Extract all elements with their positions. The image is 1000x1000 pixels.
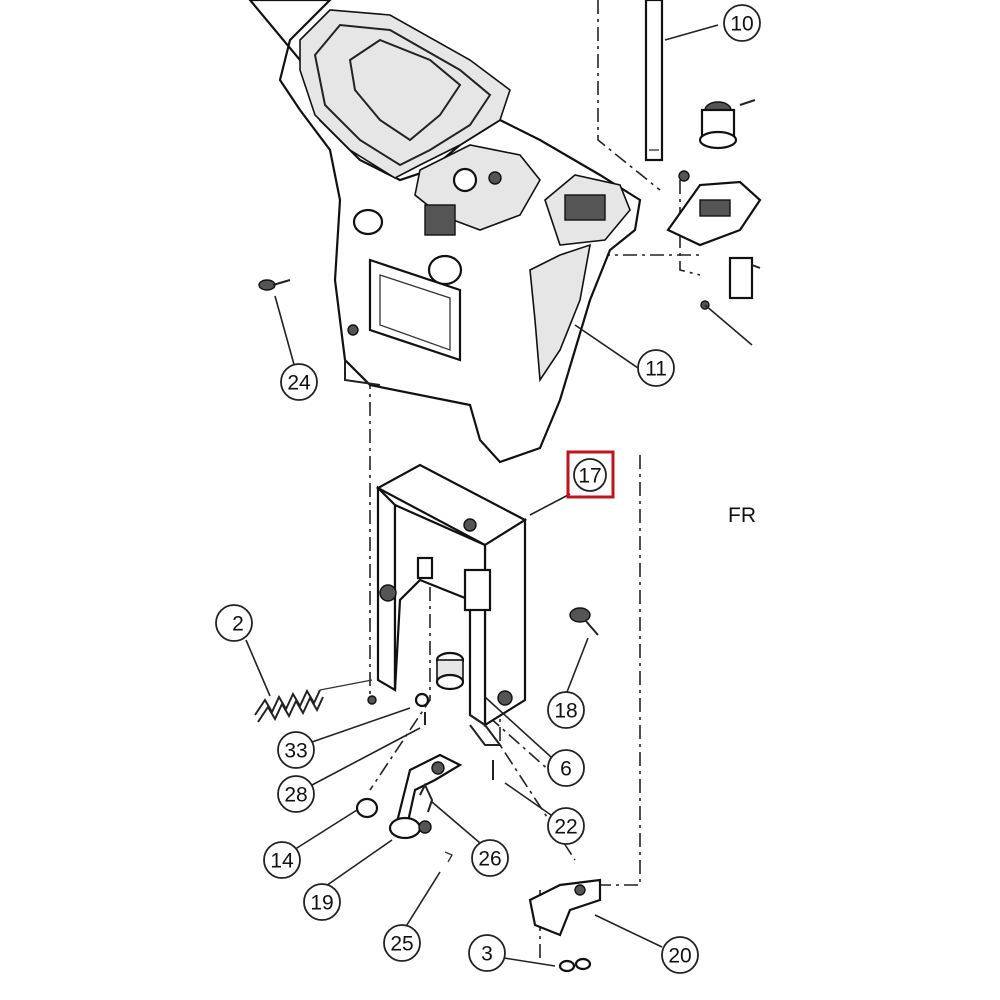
svg-text:33: 33 bbox=[284, 740, 307, 763]
screw-part-24 bbox=[258, 279, 291, 291]
callouts: 10 11 24 17 2 18 33 6 bbox=[215, 4, 761, 974]
leader-lines bbox=[245, 24, 719, 967]
callout-33[interactable]: 33 bbox=[277, 731, 315, 769]
svg-text:14: 14 bbox=[270, 850, 294, 873]
svg-text:11: 11 bbox=[645, 358, 667, 381]
callout-10[interactable]: 10 bbox=[723, 4, 761, 42]
callout-25[interactable]: 25 bbox=[383, 924, 421, 962]
svg-text:19: 19 bbox=[310, 892, 333, 915]
svg-text:6: 6 bbox=[560, 758, 572, 781]
bracket-part-17 bbox=[375, 463, 528, 746]
bracket-part-20 bbox=[528, 878, 602, 973]
edge-text-fr: FR bbox=[728, 504, 756, 527]
svg-text:18: 18 bbox=[554, 700, 577, 723]
svg-text:24: 24 bbox=[287, 372, 311, 395]
rod-part-10 bbox=[644, 0, 664, 162]
callout-26[interactable]: 26 bbox=[471, 839, 509, 877]
console-housing-part-11 bbox=[248, 0, 642, 464]
callout-2[interactable]: 2 bbox=[215, 604, 253, 642]
callout-22[interactable]: 22 bbox=[547, 807, 585, 845]
callout-17[interactable]: 17 bbox=[573, 458, 607, 492]
svg-text:22: 22 bbox=[554, 816, 577, 839]
callout-14[interactable]: 14 bbox=[263, 841, 301, 879]
small-hardware bbox=[367, 692, 494, 780]
callout-18[interactable]: 18 bbox=[547, 691, 585, 729]
callout-6[interactable]: 6 bbox=[547, 749, 585, 787]
callout-24[interactable]: 24 bbox=[280, 363, 318, 401]
svg-text:3: 3 bbox=[481, 943, 493, 966]
switch-assembly bbox=[666, 99, 762, 346]
svg-text:10: 10 bbox=[730, 13, 753, 36]
svg-text:26: 26 bbox=[478, 848, 501, 871]
svg-text:17: 17 bbox=[578, 465, 601, 488]
callout-20[interactable]: 20 bbox=[661, 936, 699, 974]
callout-28[interactable]: 28 bbox=[277, 775, 315, 813]
knob-part-18 bbox=[569, 607, 599, 636]
pedal-linkage bbox=[355, 753, 463, 863]
bumper-part-6 bbox=[435, 651, 465, 691]
callout-19[interactable]: 19 bbox=[303, 883, 341, 921]
svg-text:25: 25 bbox=[390, 933, 413, 956]
svg-text:28: 28 bbox=[284, 784, 307, 807]
callout-3[interactable]: 3 bbox=[468, 934, 506, 972]
highlight-box bbox=[566, 450, 615, 499]
svg-text:2: 2 bbox=[232, 613, 244, 636]
svg-text:20: 20 bbox=[668, 945, 691, 968]
callout-11[interactable]: 11 bbox=[637, 349, 675, 387]
spring-part-2 bbox=[254, 679, 373, 723]
